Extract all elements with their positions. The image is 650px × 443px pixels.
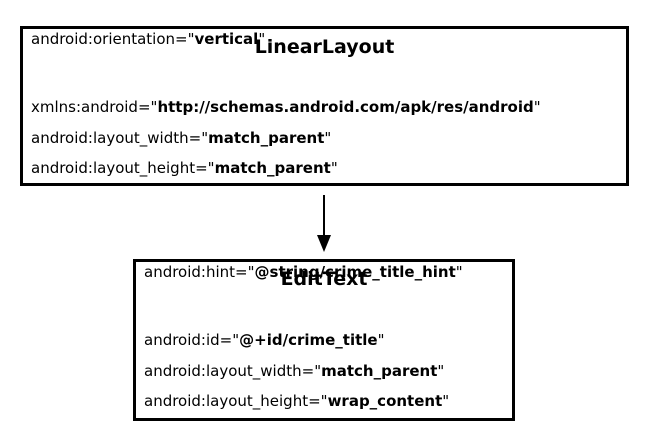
attribute-name: android:layout_width=" — [144, 362, 322, 380]
attribute-value: match_parent — [321, 362, 438, 380]
attribute-quote: " — [442, 392, 450, 410]
attribute-orientation: android:orientation="vertical" — [31, 29, 265, 49]
attribute-value: vertical — [194, 30, 259, 48]
attribute-name: android:layout_height=" — [31, 159, 215, 177]
attribute-layout-width: android:layout_width="match_parent" — [31, 128, 331, 148]
attribute-quote: " — [258, 30, 266, 48]
attribute-name: android:layout_height=" — [144, 392, 328, 410]
attribute-quote: " — [533, 98, 541, 116]
attribute-quote: " — [455, 263, 463, 281]
attribute-id: android:id="@+id/crime_title" — [144, 330, 385, 350]
attribute-name: android:id=" — [144, 331, 240, 349]
attribute-layout-height: android:layout_height="match_parent" — [31, 158, 338, 178]
attribute-name: android:layout_width=" — [31, 129, 209, 147]
attribute-hint: android:hint="@string/crime_title_hint" — [144, 262, 463, 282]
attribute-value: match_parent — [214, 159, 331, 177]
attribute-value: match_parent — [208, 129, 325, 147]
attribute-name: xmlns:android=" — [31, 98, 158, 116]
attribute-xmlns: xmlns:android="http://schemas.android.co… — [31, 97, 541, 117]
attribute-quote: " — [324, 129, 332, 147]
attribute-quote: " — [377, 331, 385, 349]
attribute-quote: " — [437, 362, 445, 380]
attribute-name: android:orientation=" — [31, 30, 195, 48]
attribute-value: @+id/crime_title — [239, 331, 378, 349]
attribute-name: android:hint=" — [144, 263, 255, 281]
attribute-layout-height: android:layout_height="wrap_content" — [144, 391, 449, 411]
linear-layout-box: LinearLayout xmlns:android="http://schem… — [20, 26, 629, 186]
attribute-layout-width: android:layout_width="match_parent" — [144, 361, 444, 381]
attribute-value: @string/crime_title_hint — [254, 263, 456, 281]
linear-layout-title: LinearLayout — [254, 36, 395, 58]
edit-text-box: EditText android:id="@+id/crime_title" a… — [133, 259, 515, 421]
attribute-quote: " — [330, 159, 338, 177]
arrowhead-icon — [317, 235, 331, 252]
attribute-value: wrap_content — [327, 392, 443, 410]
attribute-value: http://schemas.android.com/apk/res/andro… — [157, 98, 534, 116]
edit-text-title: EditText — [280, 268, 368, 290]
